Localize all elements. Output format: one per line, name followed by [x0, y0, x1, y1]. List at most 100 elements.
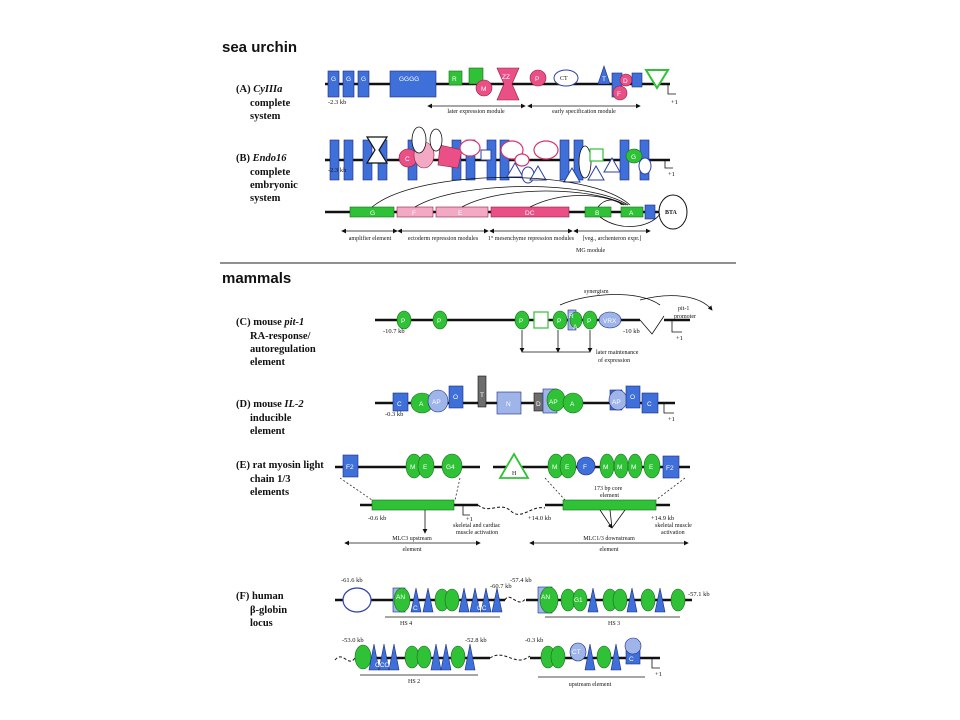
site-label: F — [617, 91, 621, 98]
upstream-act-label: muscle activation — [456, 530, 498, 536]
site-label: T — [602, 76, 606, 83]
early-module-label: early specification module — [552, 108, 616, 115]
site-c — [430, 643, 442, 671]
site-label: P — [557, 318, 561, 325]
core-label: 173 bp core — [594, 486, 623, 492]
site-label: R — [569, 313, 574, 320]
site-open-green — [533, 311, 549, 329]
site-bowtie — [365, 136, 389, 164]
panel-d-desc-1: inducible — [250, 413, 292, 424]
site-label: VRX — [603, 318, 617, 325]
hs4-label: HS 4 — [400, 621, 412, 627]
site-e — [559, 453, 577, 479]
site-c — [480, 587, 492, 613]
site-e — [643, 453, 661, 479]
upstream-element-label: upstream element — [569, 682, 612, 688]
zoom-line — [544, 477, 566, 501]
site-label: CT — [572, 649, 581, 656]
panel-f-break — [334, 656, 356, 662]
panel-f-break — [504, 596, 527, 603]
site-t — [597, 65, 611, 85]
site-label: A — [573, 324, 578, 331]
downstream-label: element — [600, 547, 619, 553]
site-f — [576, 456, 596, 476]
hs2-label: HS 2 — [408, 679, 420, 685]
site-c — [368, 643, 380, 671]
downstream-act-label: activation — [661, 530, 685, 536]
panel-f-coord: -52.8 kb — [465, 637, 487, 644]
site-g1 — [450, 645, 466, 669]
site-label: C — [413, 605, 418, 612]
site-a — [562, 392, 584, 414]
site-g — [550, 645, 566, 669]
panel-d: (D) mouse IL-2 inducible element C A AP … — [236, 375, 675, 437]
site-label: AN — [541, 594, 550, 601]
site-c — [641, 392, 659, 414]
site-m — [475, 79, 493, 97]
segment-label: A — [629, 210, 634, 217]
panel-f-desc-2: locus — [250, 618, 273, 629]
panel-c-tss: +1 — [676, 335, 683, 342]
tss-arrow — [663, 403, 674, 414]
interaction-arc — [461, 190, 627, 208]
site-ap — [427, 389, 449, 413]
site-label: AP — [612, 399, 621, 406]
site-label: AN — [396, 594, 405, 601]
site-label: E — [423, 464, 428, 471]
site-label: P — [437, 318, 441, 325]
site-label: A — [419, 401, 424, 408]
site-label: A — [570, 401, 575, 408]
site-open-square — [480, 149, 492, 161]
site-g1 — [572, 588, 588, 612]
site-g — [444, 588, 460, 612]
panel-f-desc-1: β-globin — [250, 605, 287, 616]
site-t — [477, 375, 487, 408]
site-zz — [496, 67, 520, 101]
panel-a-coord: -2.3 kb — [328, 99, 346, 106]
site-label: C — [647, 401, 652, 408]
promoter-label: pit-1 — [678, 306, 689, 312]
site-c — [491, 587, 503, 613]
site-label: H — [512, 471, 517, 477]
site-label: CT — [560, 76, 568, 82]
site-ct — [569, 642, 587, 662]
panel-c-break — [639, 315, 665, 335]
site-gggg — [389, 70, 437, 98]
site-label: G — [346, 76, 351, 83]
site-label: E — [649, 464, 654, 471]
module-label: [veg., archenteron expr.] — [583, 236, 642, 242]
panel-c-desc-1: RA-response/ — [250, 331, 312, 342]
later-module-label: later expression module — [447, 109, 505, 115]
site-label: M — [603, 464, 608, 471]
site-label: G1 — [574, 597, 583, 604]
panel-f-coord: -57.4 kb — [510, 577, 532, 584]
site-label: T — [480, 392, 484, 399]
site-open-triangle — [529, 164, 547, 181]
site-label: F2 — [666, 465, 674, 472]
panel-e-coord-left: -0.6 kb — [368, 515, 386, 522]
site-label: F — [583, 464, 587, 471]
interaction-arc — [371, 177, 631, 208]
upstream-act-label: skeletal and cardiac — [453, 523, 501, 529]
site-pink-poly — [437, 144, 463, 169]
interaction-arc — [597, 199, 623, 208]
panel-f-coord: -61.6 kb — [341, 577, 363, 584]
module-blue — [644, 204, 656, 220]
panel-e-tss: +1 — [466, 516, 473, 523]
panel-b-desc-2: embryonic — [250, 180, 298, 191]
panel-f-break — [489, 654, 531, 661]
segment-label: E — [458, 210, 463, 217]
module-label: amplifier element — [349, 235, 392, 242]
panel-f: (F) human β-globin locus AN C CC -61.6 k… — [236, 577, 710, 688]
zoom-line — [339, 477, 373, 501]
panel-c-title: (C) mouse pit-1 — [236, 317, 304, 328]
site-open-oval — [411, 126, 427, 154]
downstream-element-bar — [562, 499, 657, 511]
site-f2 — [662, 455, 680, 479]
site-c — [392, 392, 409, 412]
site-label: G4 — [446, 464, 455, 471]
core-label: element — [600, 493, 619, 499]
segment-label: F — [412, 210, 416, 217]
interaction-arc — [599, 213, 661, 227]
site-label: F2 — [346, 464, 354, 471]
